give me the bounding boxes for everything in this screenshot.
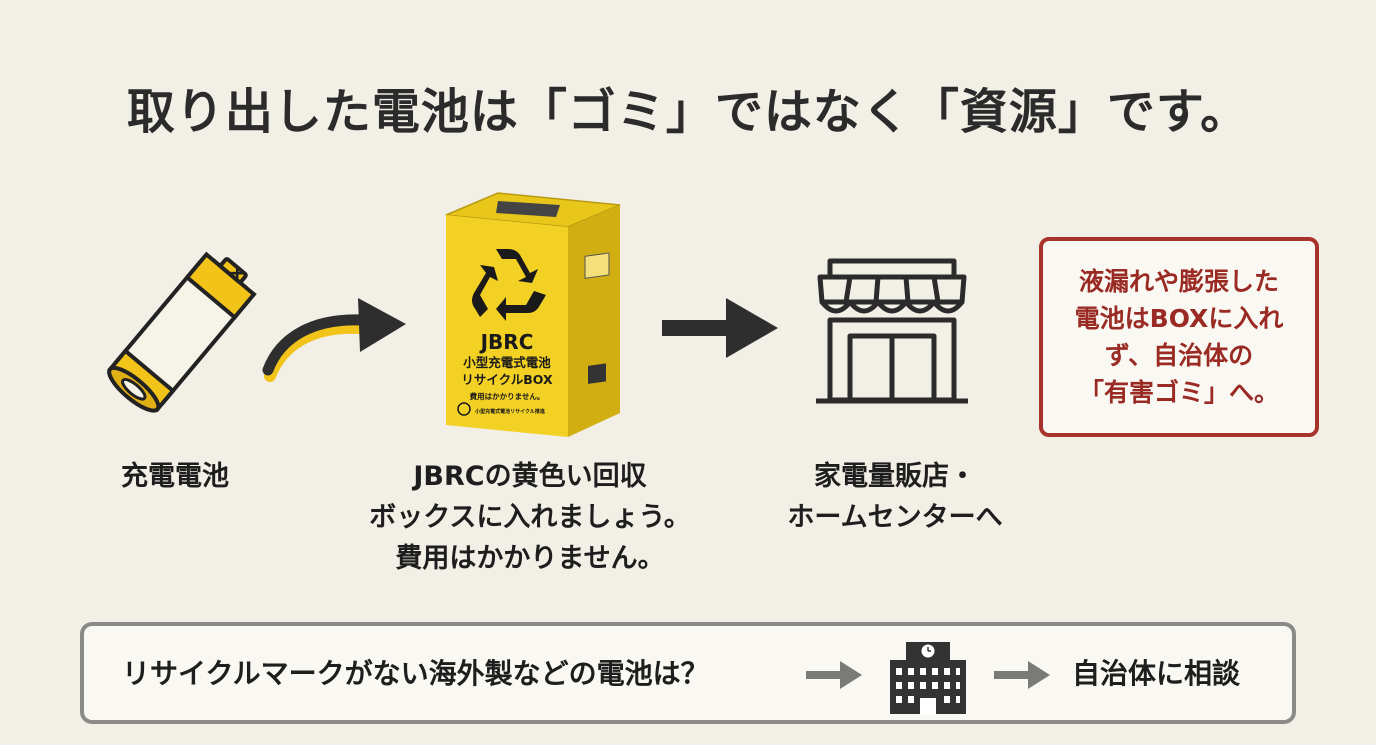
gray-arrow-icon-2: [994, 661, 1050, 689]
step-caption-box: JBRCの黄色い回収 ボックスに入れましょう。 費用はかかりません。: [369, 461, 691, 574]
city-hall-icon: [890, 642, 966, 714]
box-brand-text: JBRC: [479, 330, 534, 354]
overseas-battery-note: リサイクルマークがない海外製などの電池は？ 自治体に相談: [80, 622, 1296, 724]
recycling-box-icon: JBRC 小型充電式電池 リサイクルBOX 費用はかかりません。 小型充電式電池…: [445, 192, 621, 437]
store-icon: [816, 258, 968, 404]
warning-note: 液漏れや膨張した 電池はBOXに入れ ず、自治体の 「有害ゴミ」へ。: [1039, 237, 1319, 437]
step-caption-store: 家電量販店・ ホームセンターへ: [787, 461, 1003, 533]
overseas-battery-question: リサイクルマークがない海外製などの電池は？: [122, 657, 709, 690]
box-line2-text: リサイクルBOX: [461, 372, 553, 387]
step-caption-battery: 充電電池: [121, 461, 229, 492]
page-title: 取り出した電池は「ゴミ」ではなく「資源」です。: [126, 84, 1250, 140]
box-line3-text: 費用はかかりません。: [470, 391, 545, 401]
curved-arrow-icon: [262, 298, 406, 382]
gray-arrow-icon: [806, 661, 862, 689]
overseas-battery-answer: 自治体に相談: [1072, 657, 1241, 690]
box-footer-text: 小型充電式電池リサイクル推進: [475, 408, 546, 415]
svg-text:+: +: [228, 261, 246, 286]
right-arrow-icon: [662, 298, 778, 358]
box-line1-text: 小型充電式電池: [462, 355, 551, 370]
battery-icon: +: [107, 251, 257, 413]
